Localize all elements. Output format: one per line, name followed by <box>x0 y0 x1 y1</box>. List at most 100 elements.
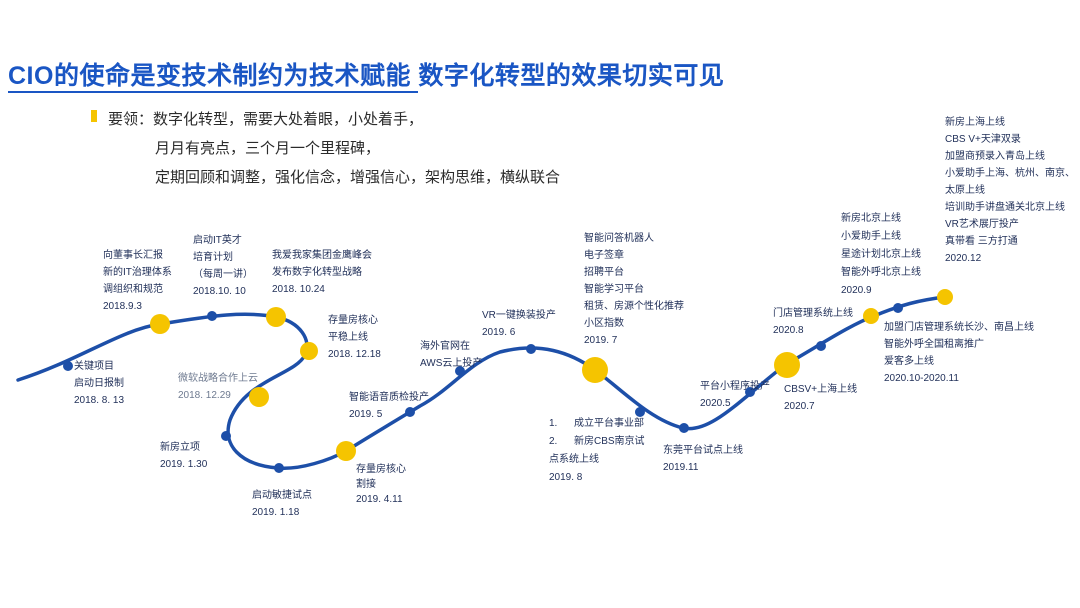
milestone-label-line: 招聘平台 <box>584 265 624 278</box>
milestone-marker-major <box>863 308 879 324</box>
milestone-label-line: 发布数字化转型战略 <box>272 265 362 278</box>
milestone-label-line: 新房上海上线 <box>945 115 1005 128</box>
milestone-label-line: CBS V+天津双录 <box>945 133 1021 145</box>
milestone-marker-minor <box>455 366 465 376</box>
milestone-label-line: 微软战略合作上云 <box>178 371 258 384</box>
milestone-label-line: 智能语音质检投产 <box>349 390 429 403</box>
milestone-marker-minor <box>679 423 689 433</box>
milestone-label-line: 2020.12 <box>945 253 982 264</box>
milestone-label-line: 星途计划北京上线 <box>841 247 921 260</box>
milestone-marker-major <box>774 352 800 378</box>
milestone-marker-major <box>300 342 318 360</box>
milestone-label-line: CBSV+上海上线 <box>784 382 857 395</box>
milestone-label: 关键项目启动日报制 2018. 8. 13 <box>74 359 124 406</box>
milestone-label-line: 2019. 6 <box>482 327 516 338</box>
milestone-label-line: 培训助手讲盘通关北京上线 <box>945 200 1065 213</box>
milestone-marker-minor <box>63 361 73 371</box>
milestone-label-line: 智能外呼北京上线 <box>841 265 921 278</box>
milestone-label-num: 1. <box>549 418 557 429</box>
milestone-label-line: 2019. 5 <box>349 409 383 420</box>
milestone-label-line: 海外官网在 <box>420 339 470 352</box>
milestone-label-line: 加盟门店管理系统长沙、南昌上线 <box>884 320 1034 333</box>
milestone-marker-minor <box>405 407 415 417</box>
milestone-label-line: 智能外呼全国租离推广 <box>884 337 984 350</box>
milestone-label: 新房CBS南京试 <box>574 434 645 447</box>
milestone-label: CBSV+上海上线 2020.7 <box>784 382 857 412</box>
key-point-line-3: 定期回顾和调整，强化信念，增强信心，架构思维，横纵联合 <box>155 169 561 186</box>
milestone-label-line: 2020.10-2020.11 <box>884 373 959 384</box>
milestone-marker-minor <box>635 407 645 417</box>
milestone-label-line: 启动IT英才 <box>193 233 242 246</box>
milestone-label-line: 新的IT治理体系 <box>103 265 172 278</box>
milestone-label-num: 2. <box>549 436 557 447</box>
milestone-marker-major <box>582 357 608 383</box>
milestone-label-line: 爱客多上线 <box>884 354 934 367</box>
milestone-label-line: 门店管理系统上线 <box>773 306 853 319</box>
milestone-marker-minor <box>816 341 826 351</box>
milestone-label-line: 2020.7 <box>784 401 815 412</box>
milestone-marker-major <box>249 387 269 407</box>
milestone-label-line: 租赁、房源个性化推荐 <box>584 299 684 312</box>
milestone-label: 新房上海上线 CBS V+天津双录加盟商预录入青岛上线小爱助手上海、杭州、南京、太… <box>945 115 1075 264</box>
milestone-label-line: 2018. 12.18 <box>328 349 381 360</box>
milestone-label-line: 存量房核心 <box>328 313 378 326</box>
milestone-label-line: （每周一讲） <box>193 267 253 280</box>
milestone-label-line: 新房北京上线 <box>841 211 901 224</box>
milestone-label-line: AWS云上投产 <box>420 356 482 369</box>
milestone-label-line: 2019. 7 <box>584 335 618 346</box>
milestone-label-line: 2020.9 <box>841 285 872 296</box>
milestone-label-line: 加盟商预录入青岛上线 <box>945 149 1045 162</box>
milestone-label-line: 2019. 4.11 <box>356 494 403 505</box>
milestone-label: 存量房核心平稳上线 2018. 12.18 <box>328 313 381 360</box>
milestone-label-line: 启动日报制 <box>74 376 124 389</box>
milestone-label-line: 2019.11 <box>663 462 699 473</box>
milestone-label-line: 电子签章 <box>584 248 624 261</box>
milestone-label: 新房北京上线小爱助手上线星途计划北京上线智能外呼北京上线 2020.9 <box>841 211 921 296</box>
milestone-marker-minor <box>207 311 217 321</box>
milestone-label-line: 智能问答机器人 <box>584 231 654 244</box>
milestone-label: 门店管理系统上线 2020.8 <box>773 306 853 336</box>
milestone-label-line: 关键项目 <box>74 359 114 372</box>
milestone-marker-minor <box>526 344 536 354</box>
key-point-line-2: 月月有亮点，三个月一个里程碑， <box>155 140 381 157</box>
milestone-label-line: 太原上线 <box>945 183 985 196</box>
milestone-label-line: 小区指数 <box>584 316 624 329</box>
milestone-marker-minor <box>745 387 755 397</box>
milestone-marker-minor <box>893 303 903 313</box>
milestone-label: 加盟门店管理系统长沙、南昌上线智能外呼全国租离推广爱客多上线 2020.10-20… <box>884 320 1034 384</box>
milestone-label-line: 平稳上线 <box>328 330 368 343</box>
milestone-marker-minor <box>221 431 231 441</box>
title-underline <box>8 91 418 93</box>
milestone-marker-minor <box>274 463 284 473</box>
milestone-label-line: 调组织和规范 <box>103 282 163 295</box>
milestone-label-line: 向董事长汇报 <box>103 248 163 261</box>
milestone-marker-major <box>266 307 286 327</box>
milestone-label: 2019. 8 <box>549 472 583 483</box>
milestone-label-line: 2019. 1.18 <box>252 507 300 518</box>
milestone-label-line: 智能学习平台 <box>584 282 644 295</box>
milestone-label: VR一键换装投产 2019. 6 <box>482 308 556 338</box>
milestone-label-line: 小爱助手上线 <box>841 229 901 242</box>
milestone-marker-major <box>336 441 356 461</box>
milestone-label-line: 2018. 10.24 <box>272 284 325 295</box>
milestone-label: 启动IT英才培育计划（每周一讲）2018.10. 10 <box>193 233 253 297</box>
milestone-label-line: 2018.10. 10 <box>193 286 246 297</box>
milestone-label-line: 2018. 8. 13 <box>74 395 124 406</box>
milestone-label-line: 2020.8 <box>773 325 804 336</box>
milestone-marker-major <box>150 314 170 334</box>
milestone-label-line: 2019. 1.30 <box>160 459 208 470</box>
milestone-label-line: VR一键换装投产 <box>482 308 556 321</box>
milestone-label-line: 2020.5 <box>700 398 731 409</box>
bullet-marker <box>91 110 97 122</box>
milestone-label: 智能语音质检投产 2019. 5 <box>349 390 429 420</box>
milestone-marker-major <box>937 289 953 305</box>
milestone-label-line: 小爱助手上海、杭州、南京、 <box>945 166 1075 179</box>
milestone-label: 成立平台事业部 <box>574 416 644 429</box>
key-point-line-1: 要领：数字化转型，需要大处着眼，小处着手， <box>108 111 424 128</box>
